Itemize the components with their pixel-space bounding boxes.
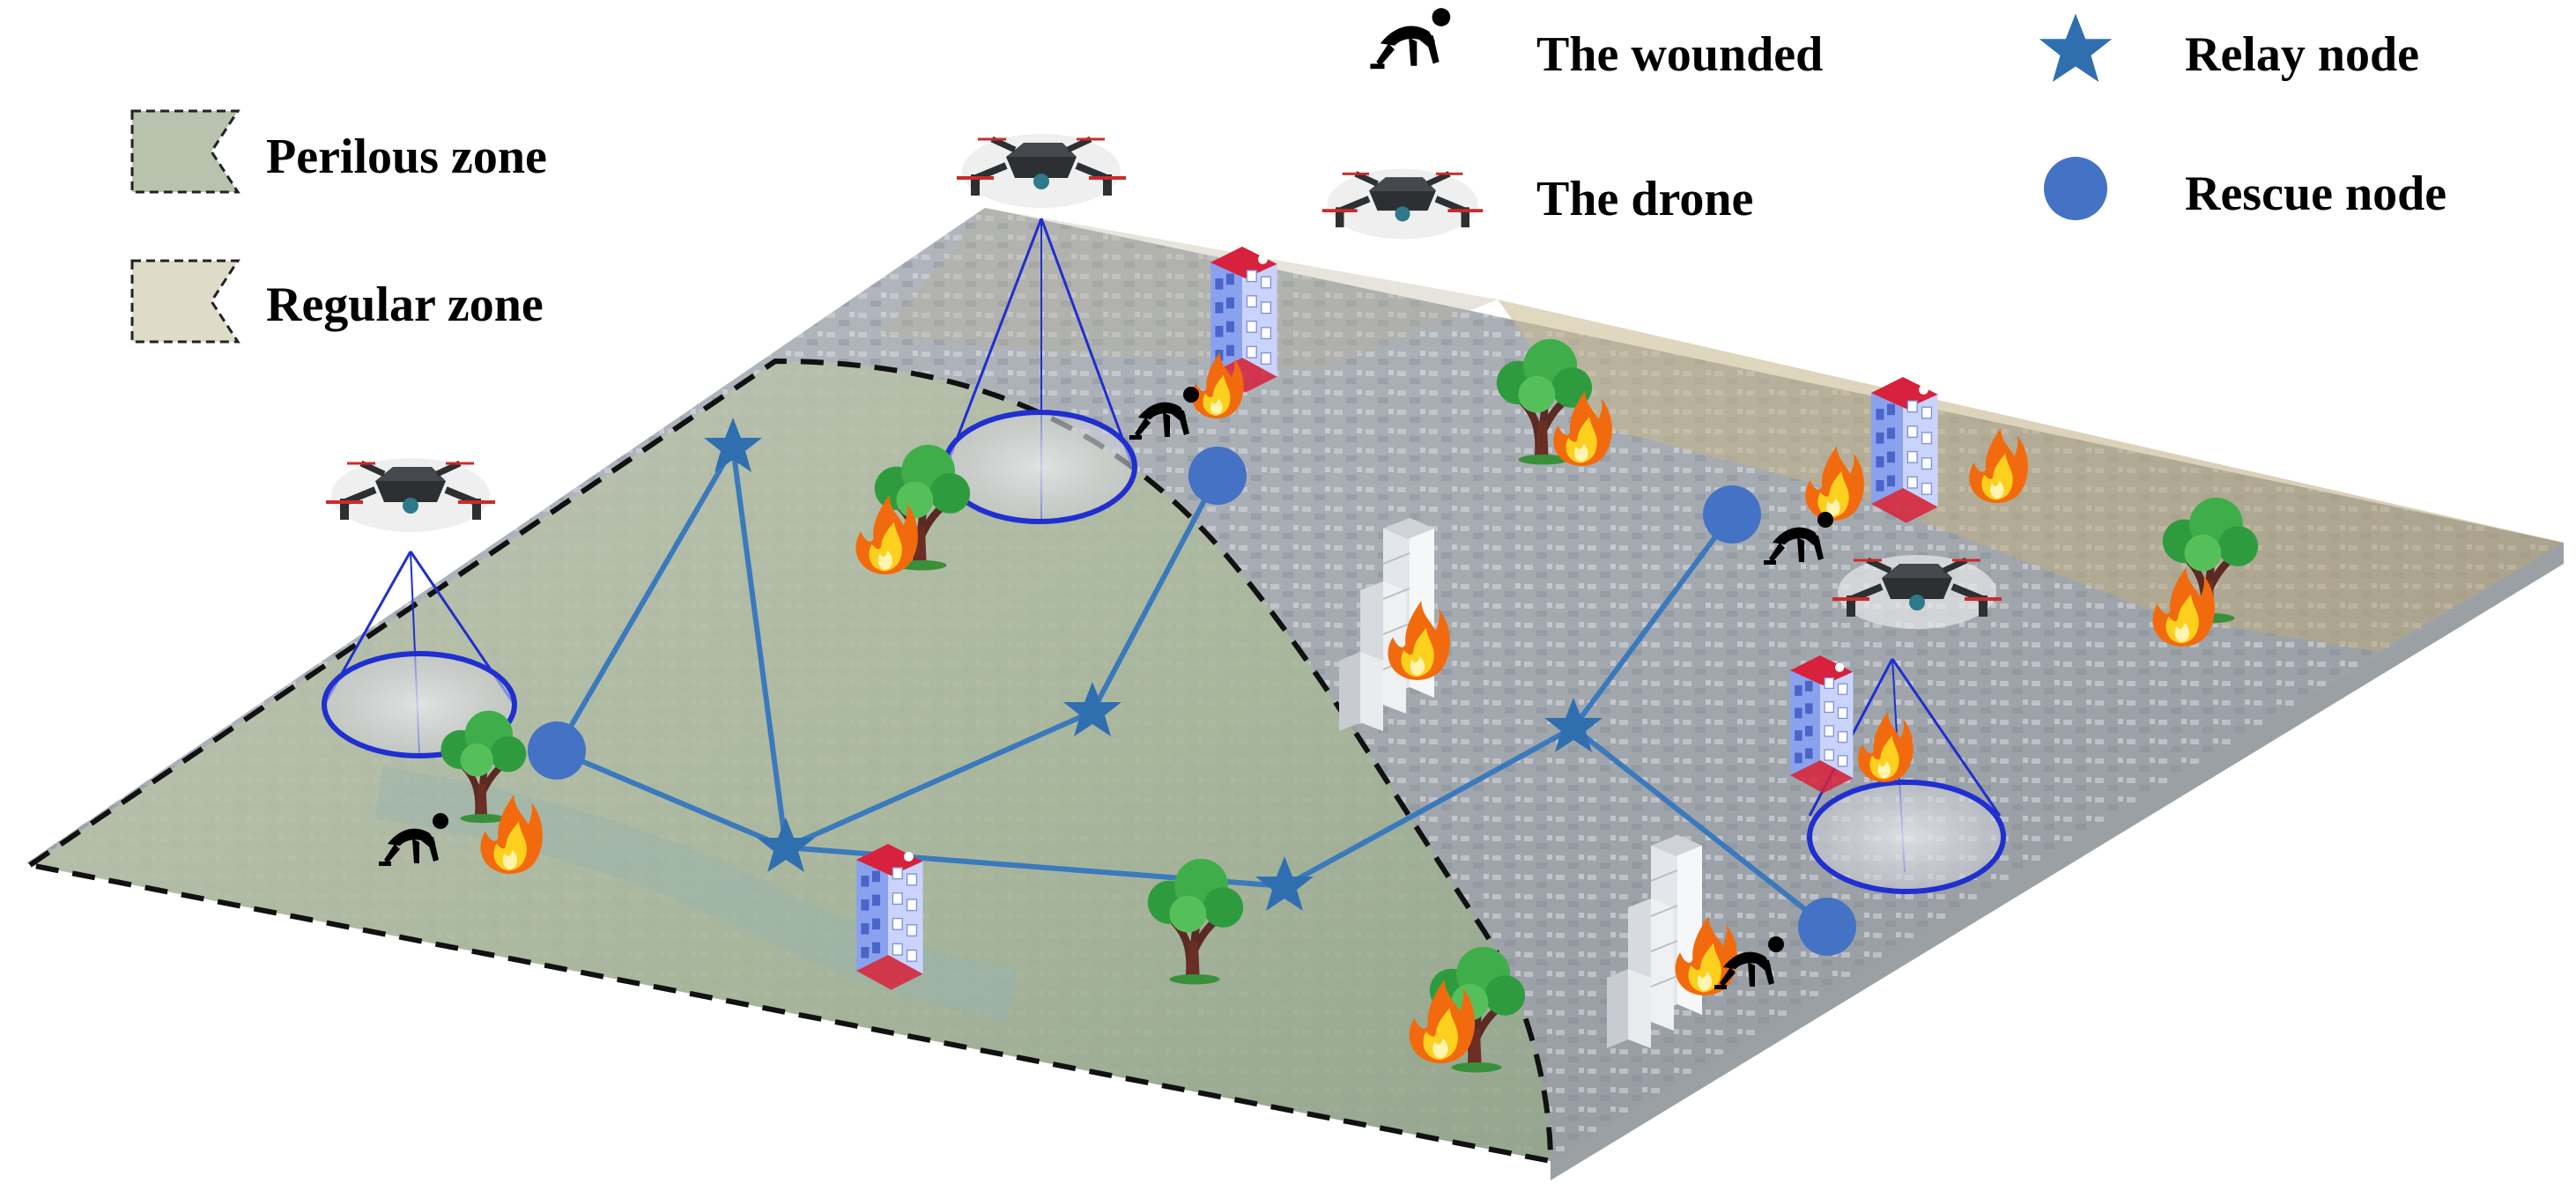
network-links <box>554 446 1829 929</box>
relay-star-icon <box>2039 13 2113 82</box>
drone-icon <box>1322 169 1483 240</box>
rescue-node-dots <box>528 447 1856 956</box>
legend-regular-zone-label: Regular zone <box>266 277 544 332</box>
legend-rescue-node: Rescue node <box>2044 157 2446 221</box>
rescue-dot-icon <box>1798 898 1856 956</box>
perilous-zone-swatch-icon <box>130 109 241 194</box>
legend-relay-node: Relay node <box>2039 13 2419 82</box>
rescue-dot-icon <box>1703 485 1761 544</box>
legend-wounded-label: The wounded <box>1536 27 1823 82</box>
regular-zone-swatch-icon <box>130 259 241 344</box>
perilous-zone-boundary <box>28 358 1554 1165</box>
rescue-dot-icon <box>528 721 586 780</box>
legend-wounded: The wounded <box>1370 8 1823 82</box>
legend-relay-node-label: Relay node <box>2185 27 2419 82</box>
legend-perilous-zone-label: Perilous zone <box>266 129 547 184</box>
legend-drone-label: The drone <box>1536 172 1753 226</box>
coverage-cone-center <box>942 218 1137 524</box>
legend-perilous-zone: Perilous zone <box>130 109 547 194</box>
legend-rescue-node-label: Rescue node <box>2185 166 2446 221</box>
wounded-person-icon <box>1370 8 1451 70</box>
legend: Perilous zone Regular zone The wounded T… <box>130 8 2446 344</box>
rescue-dot-icon <box>2044 157 2107 220</box>
legend-regular-zone: Regular zone <box>130 259 544 344</box>
legend-drone: The drone <box>1322 169 1753 240</box>
rescue-dot-icon <box>1188 447 1247 505</box>
